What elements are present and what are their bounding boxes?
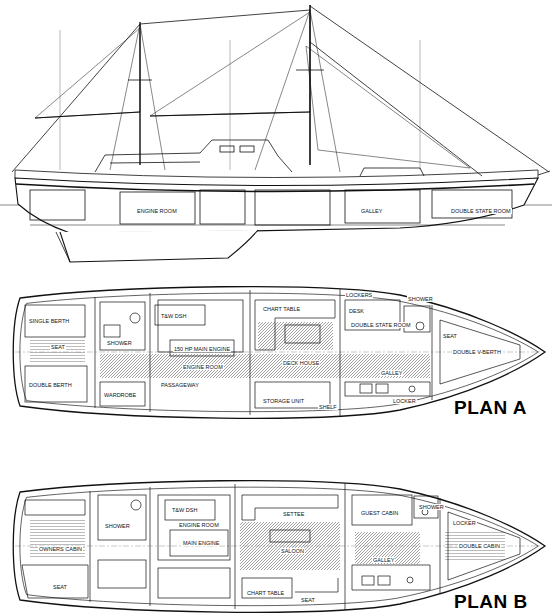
plan-title: PLAN A <box>454 398 527 419</box>
room-label: GALLEY <box>360 208 383 214</box>
room-label: GUEST CABIN <box>360 510 399 516</box>
room-label: LOCKER <box>452 520 477 526</box>
profile-view <box>0 5 552 262</box>
room-label: SINGLE BERTH <box>28 318 70 324</box>
room-label: PASSAGEWAY <box>160 382 200 388</box>
hull-outline <box>13 481 545 613</box>
room-label: GALLEY <box>380 370 403 376</box>
room-label: SEAT <box>50 344 66 350</box>
room-label: DOUBLE BERTH <box>28 382 73 388</box>
plan-title: PLAN B <box>454 592 528 613</box>
room-label: SHOWER <box>104 523 131 529</box>
room-label: DOUBLE STATE ROOM <box>350 322 412 328</box>
room-label: SALOON <box>280 548 305 554</box>
room-label: DESK <box>348 308 365 314</box>
room-label: SEAT <box>300 597 316 603</box>
room-label: SETTEE <box>282 511 305 517</box>
room-label: DOUBLE CABIN <box>458 543 501 549</box>
room-label: T&W DSH <box>160 313 187 319</box>
plan-b-interior <box>15 483 540 610</box>
room-label: MAIN ENGINE <box>182 540 220 546</box>
room-label: T&W DSH <box>171 507 198 513</box>
room-label: LOCKERS <box>345 292 373 298</box>
room-label: DOUBLE V-BERTH <box>452 349 502 355</box>
room-label: SHOWER <box>407 296 434 302</box>
room-label: DECK HOUSE <box>282 360 320 366</box>
room-label: SEAT <box>52 584 68 590</box>
room-label: WARDROBE <box>103 392 137 398</box>
room-label: DOUBLE STATE ROOM <box>450 208 512 214</box>
room-label: SEAT <box>442 333 458 339</box>
room-label: GALLEY <box>372 557 395 563</box>
room-label: SHELF <box>318 404 338 410</box>
room-label: ENGINE ROOM <box>178 522 220 528</box>
room-label: CHART TABLE <box>262 306 301 312</box>
room-label: STORAGE UNIT <box>262 398 305 404</box>
room-label: 150 HP MAIN ENGINE <box>173 346 231 352</box>
plan-a-interior <box>15 289 540 416</box>
room-label: CHART TABLE <box>246 590 285 596</box>
hull-outline <box>13 287 545 419</box>
room-label: SHOWER <box>106 340 133 346</box>
room-label: LOCKER <box>392 398 417 404</box>
room-label: ENGINE ROOM <box>182 364 224 370</box>
room-label: SHOWER <box>418 504 445 510</box>
room-label: OWNERS CABIN <box>38 546 83 552</box>
room-label: ENGINE ROOM <box>136 208 178 214</box>
deck-edge <box>20 293 538 412</box>
deck-edge <box>20 487 538 606</box>
